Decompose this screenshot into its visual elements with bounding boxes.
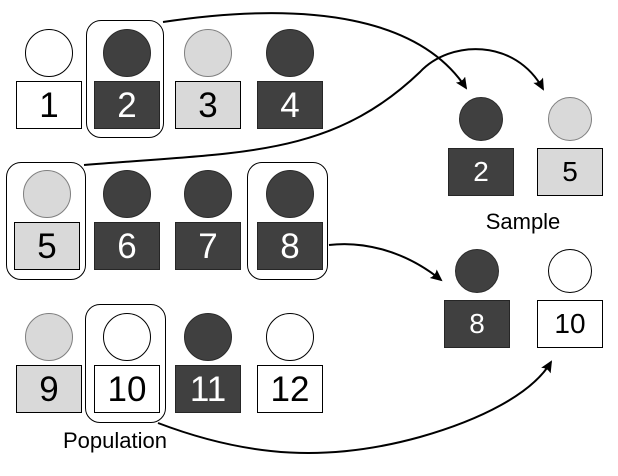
sample-figure-5: 5 [537, 97, 603, 196]
sample-figure-10: 10 [537, 249, 603, 348]
person-head-circle [25, 29, 73, 77]
person-number: 8 [257, 222, 323, 270]
person-head-circle [266, 29, 314, 77]
arrow-population-8-to-sample-8 [328, 243, 443, 282]
person-head-circle [103, 170, 151, 218]
person-number: 11 [175, 365, 241, 413]
person-number: 5 [14, 222, 80, 270]
person-head-circle [548, 249, 592, 293]
person-number: 10 [94, 365, 160, 413]
sample-figure-8: 8 [444, 249, 510, 348]
person-number: 7 [175, 222, 241, 270]
population-figure-11: 11 [175, 313, 241, 413]
population-figure-10: 10 [94, 313, 160, 413]
person-head-circle [266, 170, 314, 218]
population-figure-12: 12 [257, 313, 323, 413]
person-head-circle [459, 97, 503, 141]
person-number: 1 [16, 81, 82, 129]
person-head-circle [455, 249, 499, 293]
person-number: 4 [257, 81, 323, 129]
population-label: Population [63, 428, 167, 453]
population-figure-7: 7 [175, 170, 241, 270]
population-figure-2: 2 [94, 29, 160, 129]
person-number: 3 [175, 81, 241, 129]
population-figure-5: 5 [14, 170, 80, 270]
population-figure-4: 4 [257, 29, 323, 129]
person-number: 2 [448, 148, 514, 196]
person-head-circle [266, 313, 314, 361]
person-head-circle [184, 313, 232, 361]
person-head-circle [184, 29, 232, 77]
person-number: 9 [16, 365, 82, 413]
person-head-circle [103, 29, 151, 77]
population-figure-9: 9 [16, 313, 82, 413]
person-head-circle [103, 313, 151, 361]
population-figure-8: 8 [257, 170, 323, 270]
person-number: 2 [94, 81, 160, 129]
population-figure-6: 6 [94, 170, 160, 270]
person-number: 8 [444, 300, 510, 348]
person-head-circle [548, 97, 592, 141]
population-figure-1: 1 [16, 29, 82, 129]
person-head-circle [184, 170, 232, 218]
person-number: 6 [94, 222, 160, 270]
selection-outline-5 [6, 162, 86, 280]
person-head-circle [25, 313, 73, 361]
person-number: 10 [537, 300, 603, 348]
population-figure-3: 3 [175, 29, 241, 129]
sample-figure-2: 2 [448, 97, 514, 196]
person-number: 12 [257, 365, 323, 413]
person-head-circle [23, 170, 71, 218]
person-number: 5 [537, 148, 603, 196]
sample-label: Sample [485, 209, 561, 234]
